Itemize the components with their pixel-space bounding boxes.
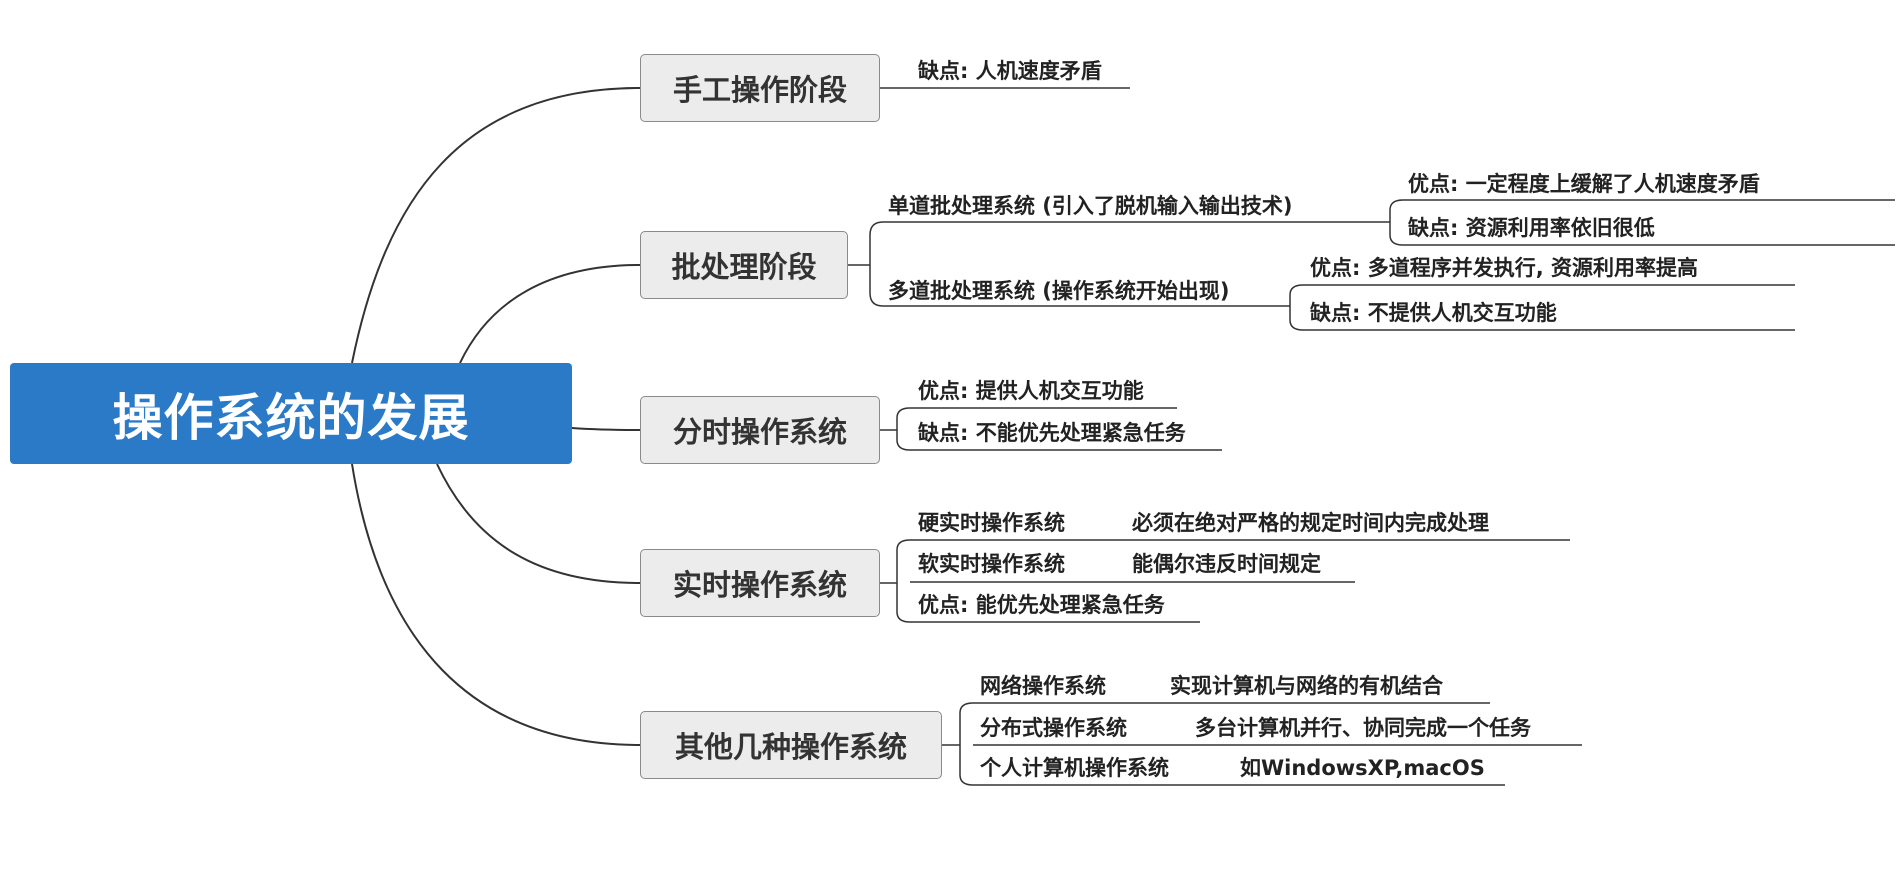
realtime-hard-desc[interactable]: 必须在绝对严格的规定时间内完成处理	[1132, 511, 1489, 535]
realtime-advantage[interactable]: 优点: 能优先处理紧急任务	[918, 593, 1165, 617]
node-batch-label: 批处理阶段	[671, 250, 817, 284]
batch-multi-label[interactable]: 多道批处理系统 (操作系统开始出现)	[888, 279, 1230, 303]
manual-drawback[interactable]: 缺点: 人机速度矛盾	[918, 59, 1102, 83]
node-realtime-label: 实时操作系统	[672, 568, 847, 602]
timesharing-advantage[interactable]: 优点: 提供人机交互功能	[918, 379, 1144, 403]
others-personal-desc[interactable]: 如WindowsXP,macOS	[1240, 756, 1485, 780]
batch-single-label[interactable]: 单道批处理系统 (引入了脱机输入输出技术)	[888, 194, 1293, 218]
batch-single-drawback[interactable]: 缺点: 资源利用率依旧很低	[1408, 216, 1655, 240]
node-others[interactable]: 其他几种操作系统	[640, 711, 942, 779]
node-others-label: 其他几种操作系统	[674, 730, 907, 764]
root-node[interactable]: 操作系统的发展	[10, 363, 572, 464]
node-batch[interactable]: 批处理阶段	[640, 231, 848, 299]
batch-multi-advantage[interactable]: 优点: 多道程序并发执行, 资源利用率提高	[1310, 256, 1698, 280]
others-distributed-desc[interactable]: 多台计算机并行、协同完成一个任务	[1195, 716, 1531, 740]
node-manual-label: 手工操作阶段	[672, 73, 847, 107]
realtime-soft-desc[interactable]: 能偶尔违反时间规定	[1132, 552, 1321, 576]
realtime-hard-label[interactable]: 硬实时操作系统	[918, 511, 1065, 535]
connector-timesharing	[571, 427, 641, 431]
others-network-label[interactable]: 网络操作系统	[980, 674, 1106, 698]
node-timesharing[interactable]: 分时操作系统	[640, 396, 880, 464]
others-distributed-label[interactable]: 分布式操作系统	[980, 716, 1127, 740]
realtime-soft-label[interactable]: 软实时操作系统	[918, 552, 1065, 576]
node-timesharing-label: 分时操作系统	[672, 415, 847, 449]
root-label: 操作系统的发展	[112, 388, 470, 447]
node-realtime[interactable]: 实时操作系统	[640, 549, 880, 617]
others-personal-label[interactable]: 个人计算机操作系统	[980, 756, 1169, 780]
node-manual[interactable]: 手工操作阶段	[640, 54, 880, 122]
others-network-desc[interactable]: 实现计算机与网络的有机结合	[1170, 674, 1443, 698]
connector-batch	[459, 264, 641, 364]
timesharing-drawback[interactable]: 缺点: 不能优先处理紧急任务	[918, 421, 1186, 445]
batch-multi-drawback[interactable]: 缺点: 不提供人机交互功能	[1310, 301, 1557, 325]
connector-others	[351, 463, 641, 746]
connector-realtime	[436, 463, 641, 584]
batch-single-advantage[interactable]: 优点: 一定程度上缓解了人机速度矛盾	[1408, 172, 1760, 196]
connector-manual	[351, 87, 641, 364]
